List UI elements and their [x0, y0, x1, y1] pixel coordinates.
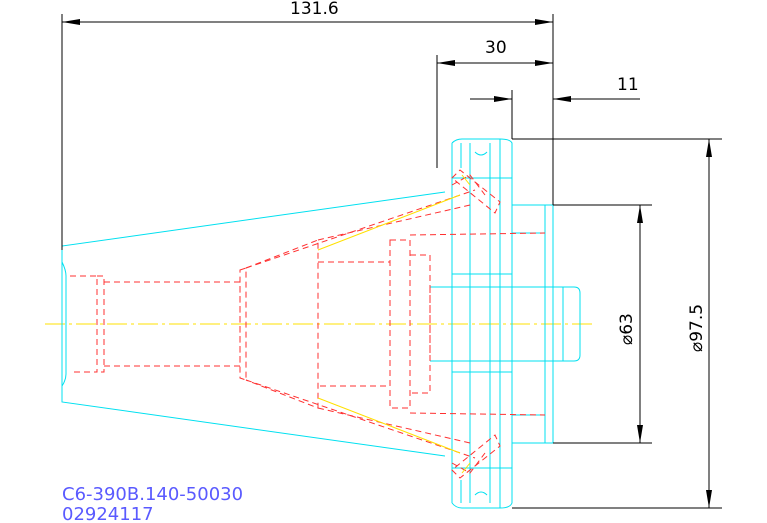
dim-flange-diameter: ⌀97.5: [512, 138, 722, 509]
construction-lines: [317, 174, 471, 474]
dim-bore-diameter: ⌀63: [553, 204, 652, 444]
step-length-value: 11: [617, 75, 639, 95]
dim-flange-length: 30: [436, 38, 554, 205]
part-code: C6-390B.140-50030: [62, 484, 243, 505]
bore-diameter-value: ⌀63: [617, 313, 637, 345]
dimensions: 131.6 30 11 ⌀63: [61, 0, 722, 509]
dim-step-length: 11: [470, 75, 640, 205]
overall-length-value: 131.6: [290, 0, 339, 19]
part-number: 02924117: [62, 504, 154, 523]
dim-overall-length: 131.6: [61, 0, 554, 250]
flange-diameter-value: ⌀97.5: [687, 304, 707, 352]
flange-length-value: 30: [485, 38, 507, 58]
part-labels: C6-390B.140-50030 02924117: [62, 484, 243, 523]
hidden-lines: [70, 169, 546, 479]
